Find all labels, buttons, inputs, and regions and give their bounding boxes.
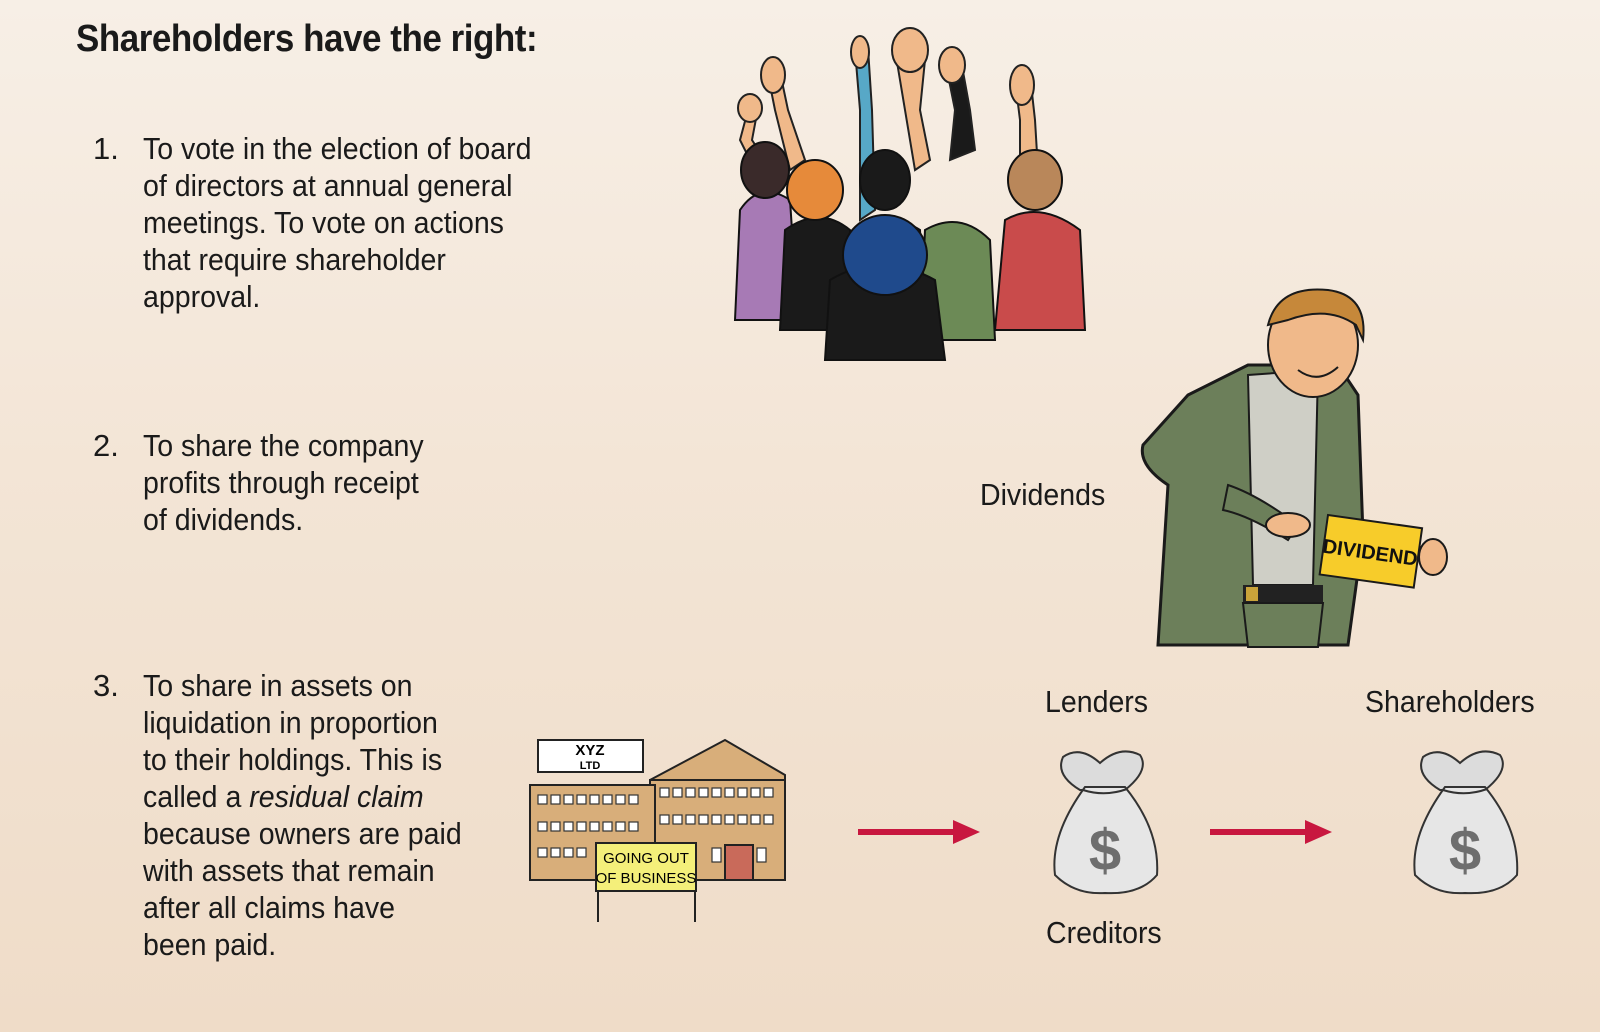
item-text: To share the company profits through rec… bbox=[143, 427, 539, 538]
dollar-symbol: $ bbox=[1449, 818, 1481, 883]
arrow-to-shareholders bbox=[1210, 820, 1332, 844]
lenders-label: Lenders bbox=[1045, 684, 1149, 719]
text-line: profits through receipt bbox=[143, 465, 419, 500]
text-line: To share the company bbox=[143, 428, 424, 463]
text-line: meetings. To vote on actions bbox=[143, 205, 504, 240]
voting-crowd-illustration bbox=[733, 27, 1087, 361]
item-number: 3. bbox=[93, 668, 119, 703]
text-line: after all claims have bbox=[143, 890, 396, 925]
banner-line-1: GOING OUT bbox=[603, 850, 689, 867]
text-line: that require shareholder bbox=[143, 242, 446, 277]
text-line: liquidation in proportion bbox=[143, 705, 438, 740]
item-number: 1. bbox=[93, 131, 119, 166]
text-line: approval. bbox=[143, 279, 261, 314]
shareholders-label: Shareholders bbox=[1365, 684, 1535, 719]
item-text: To vote in the election of board of dire… bbox=[143, 130, 539, 315]
text-line: to their holdings. This is bbox=[143, 742, 443, 777]
dollar-symbol: $ bbox=[1089, 818, 1121, 883]
banner-line-2: OF BUSINESS bbox=[596, 870, 697, 887]
item-number: 2. bbox=[93, 428, 119, 463]
residual-claim-term: residual claim bbox=[249, 779, 424, 814]
creditors-label: Creditors bbox=[1046, 915, 1162, 950]
building-sign-top: XYZ bbox=[575, 742, 604, 759]
text-line: To vote in the election of board bbox=[143, 131, 532, 166]
dividend-man-illustration: DIVIDEND bbox=[1140, 288, 1448, 648]
text-line: To share in assets on bbox=[143, 668, 413, 703]
money-bag-shareholders: $ bbox=[1413, 750, 1519, 895]
text-line: because owners are paid bbox=[143, 816, 462, 851]
called-prefix: called a bbox=[143, 779, 250, 814]
dividends-label: Dividends bbox=[980, 477, 1106, 512]
arrow-to-lenders bbox=[858, 820, 980, 844]
page-title: Shareholders have the right: bbox=[76, 18, 538, 60]
text-line: of dividends. bbox=[143, 502, 304, 537]
text-line: with assets that remain bbox=[143, 853, 435, 888]
text-line: called a residual claim bbox=[143, 778, 539, 815]
building-illustration: XYZ LTD GOING OUT OF BUSINESS bbox=[529, 738, 786, 922]
text-line: been paid. bbox=[143, 927, 277, 962]
money-bag-lenders: $ bbox=[1053, 750, 1159, 895]
text-line: of directors at annual general bbox=[143, 168, 513, 203]
building-sign-bottom: LTD bbox=[580, 760, 601, 772]
item-text: To share in assets on liquidation in pro… bbox=[143, 667, 539, 963]
